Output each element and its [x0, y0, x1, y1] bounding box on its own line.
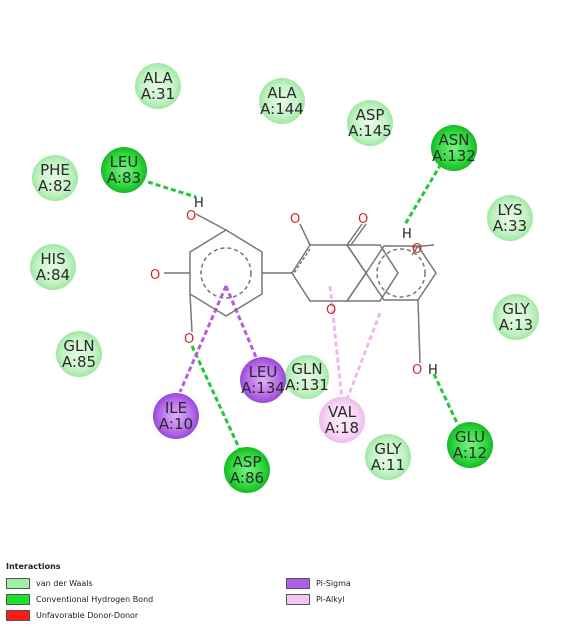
- hydrogen-atom: H: [428, 363, 438, 378]
- residue-val18[interactable]: VAL A:18: [319, 397, 365, 443]
- residue-asp145[interactable]: ASP A:145: [347, 100, 393, 146]
- legend-item-unfavorable: Unfavorable Donor-Donor: [6, 609, 138, 621]
- residue-glu12[interactable]: GLU A:12: [447, 422, 493, 468]
- residue-name: ASN: [438, 131, 469, 149]
- residue-gly11[interactable]: GLY A:11: [365, 434, 411, 480]
- residue-name: ALA: [267, 84, 297, 102]
- hbond-asn132: [402, 163, 443, 227]
- residue-position: A:82: [38, 177, 72, 195]
- interaction-lines: [147, 163, 460, 451]
- hbond-glu12: [432, 373, 460, 426]
- interaction-diagram: O H O O O O O O H O H ALA A:31 ALA A:144…: [30, 63, 539, 493]
- residue-ala144[interactable]: ALA A:144: [259, 78, 305, 124]
- residue-ile10[interactable]: ILE A:10: [153, 393, 199, 439]
- pyranone-ring: [291, 244, 367, 302]
- residue-name: ASP: [233, 453, 262, 471]
- legend-swatch: [286, 577, 310, 589]
- legend-swatch: [6, 593, 30, 605]
- residue-name: ALA: [143, 69, 173, 87]
- residue-asp86[interactable]: ASP A:86: [224, 447, 270, 493]
- ligand-molecule: [164, 213, 437, 364]
- residue-position: A:31: [141, 85, 175, 103]
- residue-leu83[interactable]: LEU A:83: [101, 147, 147, 193]
- residue-position: A:33: [493, 217, 527, 235]
- aromatic-circle-right: [376, 248, 426, 298]
- residue-his84[interactable]: HIS A:84: [30, 244, 76, 290]
- legend-item-pisigma: Pi-Sigma: [286, 577, 351, 589]
- legend-item-hbond: Conventional Hydrogen Bond: [6, 593, 153, 605]
- legend-label: Conventional Hydrogen Bond: [36, 594, 154, 604]
- ring-oxygen-atom: O: [326, 303, 336, 318]
- residue-gly13[interactable]: GLY A:13: [493, 294, 539, 340]
- residue-position: A:12: [453, 444, 487, 462]
- legend-label: Pi-Alkyl: [316, 594, 345, 604]
- pialkyl-val18-b: [344, 312, 382, 403]
- residue-name: GLY: [502, 300, 530, 318]
- atom-labels: O H O O O O O O H O H: [150, 196, 438, 378]
- legend-item-vdw: van der Waals: [6, 577, 93, 589]
- legend-label: Unfavorable Donor-Donor: [36, 610, 139, 620]
- legend-title: Interactions: [6, 562, 61, 571]
- residue-name: HIS: [40, 250, 65, 268]
- pialkyl-val18-a: [328, 285, 344, 401]
- residue-position: A:10: [159, 415, 193, 433]
- oxygen-atom: O: [358, 212, 368, 227]
- benzo-ring: [365, 245, 437, 301]
- residue-name: GLN: [291, 360, 322, 378]
- residue-name: VAL: [328, 403, 357, 421]
- residue-position: A:134: [241, 379, 285, 397]
- phenyl-ring: [189, 229, 263, 317]
- legend-label: Pi-Sigma: [316, 578, 351, 588]
- residue-name: PHE: [40, 161, 70, 179]
- interactions-legend: Interactions van der Waals Conventional …: [6, 560, 564, 626]
- oxygen-atom: O: [412, 363, 422, 378]
- pisigma-leu134: [224, 285, 260, 363]
- oxygen-atom: O: [186, 209, 196, 224]
- legend-swatch: [286, 593, 310, 605]
- residue-position: A:18: [325, 419, 359, 437]
- residue-position: A:83: [107, 169, 141, 187]
- aromatic-circle-left: [200, 247, 252, 299]
- hydrogen-atom: H: [194, 196, 204, 211]
- legend-item-pialkyl: Pi-Alkyl: [286, 593, 345, 605]
- residue-position: A:13: [499, 316, 533, 334]
- oxygen-atom: O: [412, 242, 422, 257]
- residue-position: A:131: [285, 376, 329, 394]
- chromone-benzene: [345, 244, 399, 302]
- residue-position: A:132: [432, 147, 476, 165]
- residue-ala31[interactable]: ALA A:31: [135, 63, 181, 109]
- hydrogen-atom: H: [402, 227, 412, 242]
- residue-name: GLU: [455, 428, 485, 446]
- residue-name: LYS: [497, 201, 522, 219]
- residue-position: A:11: [371, 456, 405, 474]
- oxygen-atom: O: [290, 212, 300, 227]
- residue-name: GLY: [374, 440, 402, 458]
- residue-lys33[interactable]: LYS A:33: [487, 195, 533, 241]
- hbond-asp86: [190, 345, 242, 451]
- residue-gln131[interactable]: GLN A:131: [285, 355, 329, 399]
- legend-swatch: [6, 577, 30, 589]
- residue-name: GLN: [63, 337, 94, 355]
- residue-position: A:84: [36, 266, 70, 284]
- legend-swatch: [6, 609, 30, 621]
- residue-name: LEU: [110, 153, 139, 171]
- residue-phe82[interactable]: PHE A:82: [32, 155, 78, 201]
- residue-leu134[interactable]: LEU A:134: [240, 357, 286, 403]
- residue-position: A:144: [260, 100, 304, 118]
- residue-position: A:145: [348, 122, 392, 140]
- residue-position: A:85: [62, 353, 96, 371]
- residue-gln85[interactable]: GLN A:85: [56, 331, 102, 377]
- hbond-leu83: [147, 180, 197, 199]
- residue-asn132[interactable]: ASN A:132: [431, 125, 477, 171]
- residue-name: ILE: [165, 399, 187, 417]
- residue-name: LEU: [249, 363, 278, 381]
- oxygen-atom: O: [184, 332, 194, 347]
- pisigma-ile10: [178, 285, 228, 393]
- residue-name: ASP: [356, 106, 385, 124]
- legend-label: van der Waals: [36, 578, 93, 588]
- residue-position: A:86: [230, 469, 264, 487]
- residue-layer: ALA A:31 ALA A:144 ASP A:145 ASN A:132 P…: [30, 63, 539, 493]
- oxygen-atom: O: [150, 268, 160, 283]
